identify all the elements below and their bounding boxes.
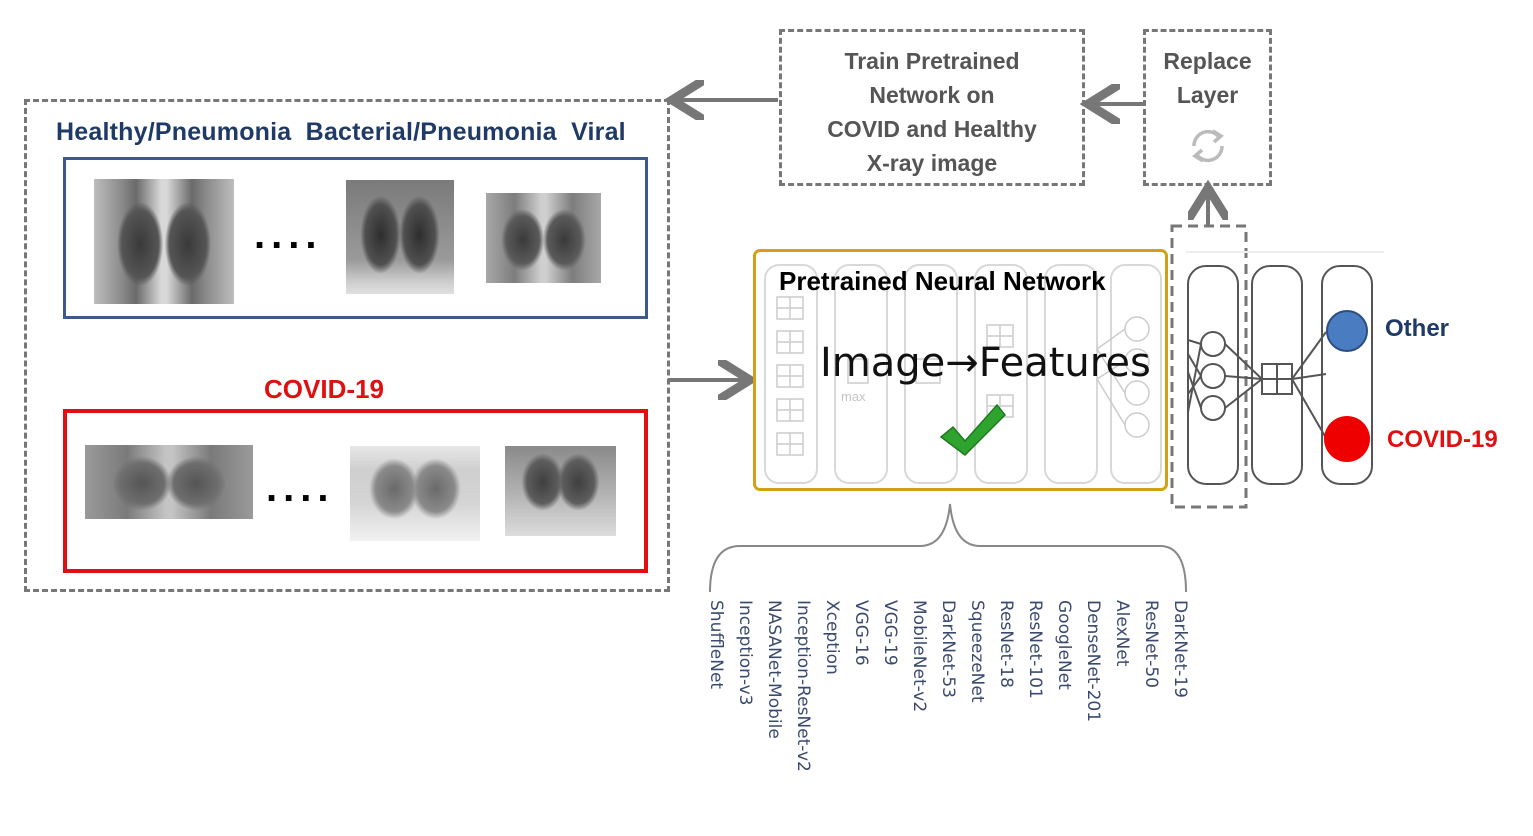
network-name: GoogleNet xyxy=(1054,600,1074,690)
healthy-title: Healthy/Pneumonia Bacterial/Pneumonia Vi… xyxy=(56,118,626,146)
covid-ellipsis: .... xyxy=(266,466,335,510)
train-pretrained-box: Train Pretrained Network on COVID and He… xyxy=(779,29,1085,186)
replaced-layer-highlight xyxy=(1170,224,1248,509)
network-name: ResNet-101 xyxy=(1025,600,1045,699)
network-name: DarkNet-19 xyxy=(1170,600,1190,698)
healthy-ellipsis: .... xyxy=(254,213,323,257)
xray-covid-2 xyxy=(350,446,480,541)
train-line-4: X-ray image xyxy=(866,150,998,176)
replace-layer-box: Replace Layer xyxy=(1143,29,1272,186)
xray-healthy-3 xyxy=(486,193,601,283)
train-line-1: Train Pretrained xyxy=(844,48,1020,74)
network-name: VGG-16 xyxy=(851,600,871,666)
network-name: Inception-ResNet-v2 xyxy=(793,600,813,772)
network-name: MobileNet-v2 xyxy=(909,600,929,713)
network-name: ShuffleNet xyxy=(706,600,726,690)
caption-features: Features xyxy=(978,340,1151,386)
network-list-brace xyxy=(709,503,1187,593)
network-name: ResNet-50 xyxy=(1141,600,1161,688)
replace-line-1: Replace xyxy=(1163,48,1252,74)
xray-covid-1 xyxy=(85,445,253,519)
network-name: ResNet-18 xyxy=(996,600,1016,688)
image-features-caption: Image→Features xyxy=(820,340,1151,386)
caption-image: Image xyxy=(820,340,946,386)
refresh-icon xyxy=(1192,129,1224,163)
network-title: Pretrained Neural Network xyxy=(779,266,1106,296)
network-name: Inception-v3 xyxy=(735,600,755,706)
output-label-other: Other xyxy=(1385,315,1450,342)
network-name: Xception xyxy=(822,600,842,675)
network-name: DarkNet-53 xyxy=(938,600,958,698)
pool-label: max xyxy=(841,389,866,404)
replace-line-2: Layer xyxy=(1176,82,1239,108)
train-line-3: COVID and Healthy xyxy=(827,116,1037,142)
healthy-images-panel xyxy=(63,157,648,319)
network-name: VGG-19 xyxy=(880,600,900,666)
output-label-covid: COVID-19 xyxy=(1387,426,1498,453)
xray-healthy-2 xyxy=(346,180,454,294)
caption-arrow: → xyxy=(945,340,979,386)
covid-title: COVID-19 xyxy=(264,374,384,404)
xray-covid-3 xyxy=(505,446,616,536)
network-architecture-illustration: max xyxy=(764,264,1162,484)
dataset-box xyxy=(24,99,670,592)
covid-images-panel xyxy=(63,409,648,573)
network-name: AlexNet xyxy=(1112,600,1132,667)
network-name: SqueezeNet xyxy=(967,600,987,703)
network-name: DenseNet-201 xyxy=(1083,600,1103,723)
checkmark-icon xyxy=(939,403,1007,456)
network-name: NASANet-Mobile xyxy=(764,600,784,739)
train-line-2: Network on xyxy=(869,82,995,108)
output-node-covid xyxy=(1324,416,1370,462)
xray-healthy-1 xyxy=(94,179,234,304)
output-node-other xyxy=(1326,310,1368,352)
output-layers-illustration xyxy=(1170,224,1384,509)
